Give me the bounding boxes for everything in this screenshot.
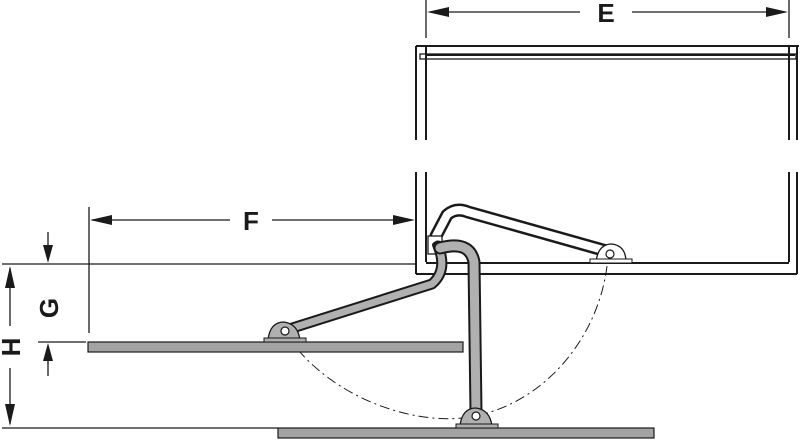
arm-retracted-body [432, 206, 614, 256]
dim-g-arrow-bottom [43, 343, 53, 361]
arm-lowest [433, 239, 499, 429]
dimension-g: G [34, 232, 86, 376]
swing-path-arc [285, 265, 608, 420]
label-g: G [34, 298, 64, 318]
dimension-f: F [88, 206, 415, 333]
arm-lowest-screw-icon [471, 411, 481, 421]
dim-h-arrow-top [5, 266, 15, 288]
dimension-e: E [425, 0, 790, 38]
cabinet [415, 45, 799, 275]
flap-middle-position [87, 341, 464, 353]
label-e: E [597, 0, 614, 28]
arm-middle-screw-icon [280, 326, 290, 336]
arm-middle-base-plate [263, 337, 307, 343]
label-h: H [0, 338, 26, 357]
arm-lowest-body [435, 241, 481, 417]
dim-h-arrow-bottom [5, 404, 15, 426]
arm-retracted-base-plate [589, 258, 633, 264]
dim-f-arrow-left [90, 215, 112, 225]
dim-g-arrow-top [43, 245, 53, 263]
label-f: F [243, 206, 259, 236]
dim-f-arrow-right [393, 215, 415, 225]
arm-retracted [427, 203, 633, 264]
arm-retracted-screw-icon [605, 249, 615, 259]
dim-e-arrow-right [766, 7, 788, 17]
flap-lowest-position [277, 427, 655, 439]
dim-e-arrow-left [427, 7, 449, 17]
dimension-h: H [0, 266, 26, 426]
arm-lowest-base-plate [455, 423, 499, 429]
